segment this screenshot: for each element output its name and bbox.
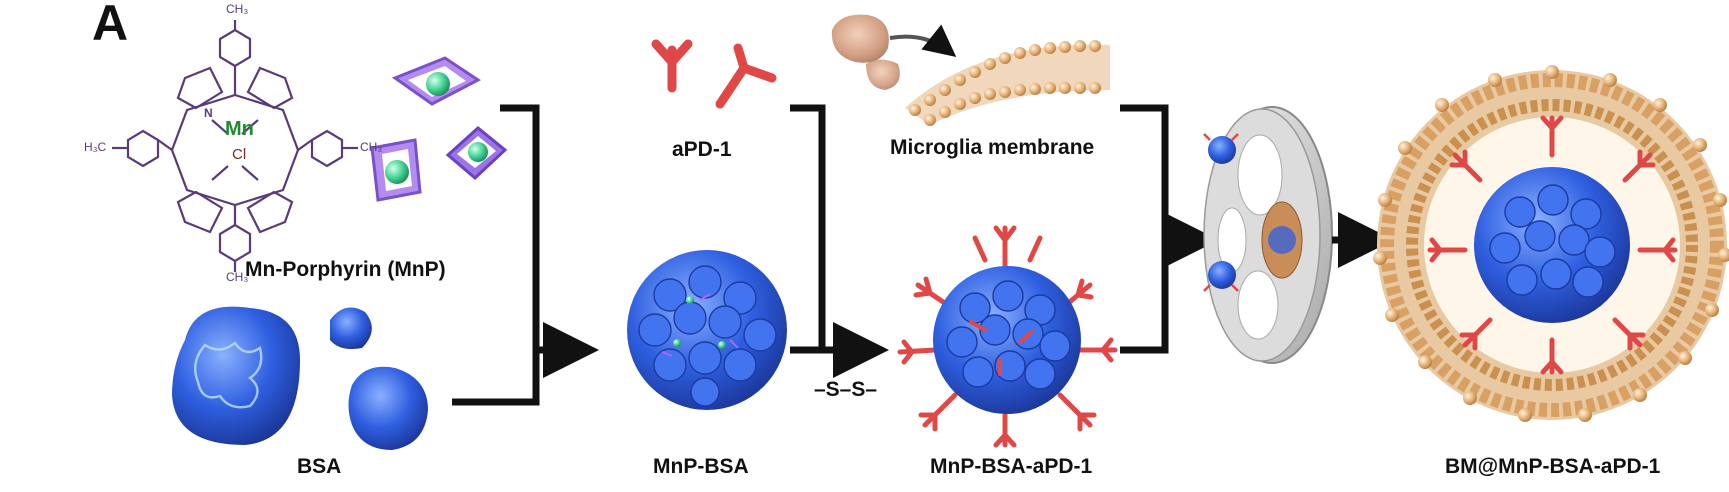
mnp-bsa-nanoparticle	[627, 250, 787, 410]
manganese-label: Mn	[225, 118, 254, 140]
final-product-label: BM@MnP-BSA-aPD-1	[1445, 455, 1661, 478]
mnp-label: Mn-Porphyrin (MnP)	[245, 258, 446, 281]
bracket-arrow-left	[452, 104, 599, 406]
cell-to-membrane-arrow	[889, 24, 957, 57]
ch3-right-label: CH₃	[360, 140, 383, 154]
mnp-bsa-label: MnP-BSA	[653, 455, 749, 478]
mnp-cage-3	[445, 126, 508, 181]
bsa-protein-small-2	[348, 366, 428, 450]
bm-coated-nanoparticle	[1373, 65, 1729, 422]
h3c-left-label: H₃C	[84, 140, 107, 154]
bsa-protein-large	[172, 306, 300, 445]
mnp-bsa-apd1-label: MnP-BSA-aPD-1	[930, 455, 1093, 478]
apd1-antibody-2	[715, 43, 777, 109]
mnp-cage-2	[370, 138, 422, 202]
nitrogen-label: N	[204, 106, 213, 120]
porphyrin-structure	[112, 20, 358, 272]
ch3-top-label: CH₃	[226, 2, 249, 16]
microglia-membrane-sheet	[905, 40, 1110, 126]
apd1-label: aPD-1	[672, 138, 732, 161]
mnp-bsa-apd1-nanoparticle	[897, 225, 1118, 448]
mnp-cage-1	[391, 56, 481, 106]
membrane-label: Microglia membrane	[890, 136, 1095, 159]
bsa-label: BSA	[297, 455, 342, 478]
microglia-cells	[831, 14, 900, 90]
panel-letter: A	[92, 0, 129, 51]
bsa-protein-small-1	[330, 307, 372, 349]
disulfide-label: –S–S–	[814, 378, 878, 401]
bracket-arrow-middle	[790, 104, 889, 378]
ch3-bottom-label: CH₃	[226, 270, 249, 284]
apd1-antibody-1	[651, 39, 693, 93]
extruder-filter	[1203, 106, 1333, 364]
chlorine-label: Cl	[232, 146, 247, 163]
bracket-arrow-right	[1120, 104, 1219, 354]
